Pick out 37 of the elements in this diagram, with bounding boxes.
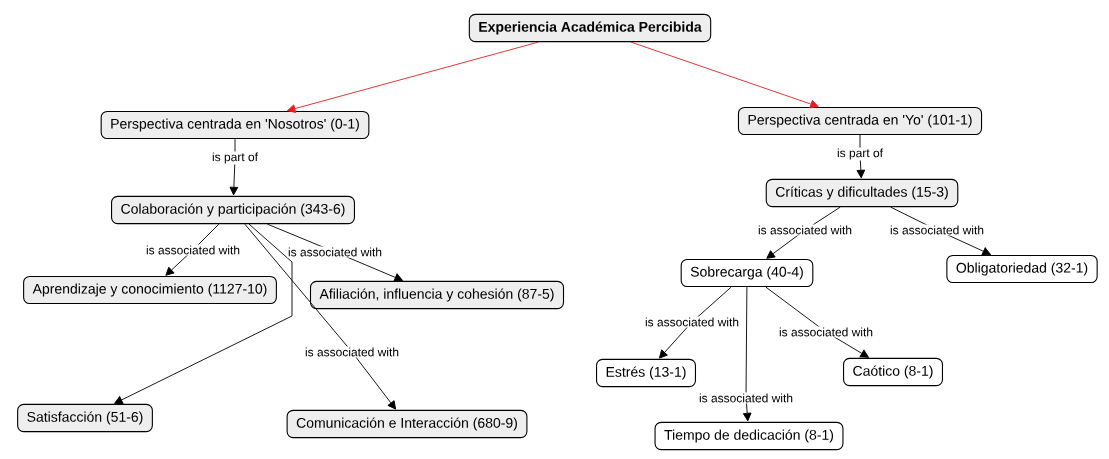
edge-label: is part of (211, 151, 259, 165)
concept-box: Críticas y dificultades (15-3) (765, 178, 959, 208)
concept-box: Comunicación e Interacción (680-9) (286, 409, 528, 439)
concept-box: Tiempo de dedicación (8-1) (654, 421, 844, 451)
concept-box: Aprendizaje y conocimiento (1127-10) (23, 275, 277, 305)
concept-box: Colaboración y participación (343-6) (111, 195, 355, 225)
concept-box: Sobrecarga (40-4) (680, 258, 814, 288)
arrow (742, 286, 752, 422)
edge-label: is associated with (145, 244, 242, 256)
concept-box: Perspectiva centrada en 'Nosotros' (0-1) (100, 110, 370, 140)
concept-box: Experiencia Académica Percibida (468, 13, 712, 43)
edge-label: is part of (836, 147, 884, 161)
arrow (766, 206, 841, 259)
arrow (287, 41, 539, 113)
edge-label: is associated with (757, 224, 854, 236)
concept-box: Estrés (13-1) (596, 358, 696, 388)
concept-box: Caótico (8-1) (843, 357, 943, 387)
edge-label: is associated with (778, 326, 875, 338)
arrow (114, 223, 293, 404)
arrow (765, 286, 869, 358)
edge-label: is associated with (287, 246, 383, 258)
concept-box: Satisfacción (51-6) (17, 403, 153, 433)
arrow (856, 134, 866, 179)
concept-box: Obligatoriedad (32-1) (946, 254, 1098, 284)
arrow (266, 223, 403, 282)
concept-box: Perspectiva centrada en 'Yo' (101-1) (737, 106, 983, 136)
edge-label: is associated with (644, 316, 741, 328)
edge-label: is associated with (889, 224, 986, 236)
concept-box: Afiliación, influencia y cohesión (87-5) (309, 280, 565, 310)
edge-label: is associated with (698, 392, 795, 404)
arrow (165, 223, 220, 276)
arrow (890, 206, 991, 256)
arrow (630, 41, 819, 109)
arrow (229, 138, 239, 196)
edge-label: is associated with (304, 346, 401, 358)
arrow (659, 286, 732, 359)
arrow (244, 223, 397, 410)
